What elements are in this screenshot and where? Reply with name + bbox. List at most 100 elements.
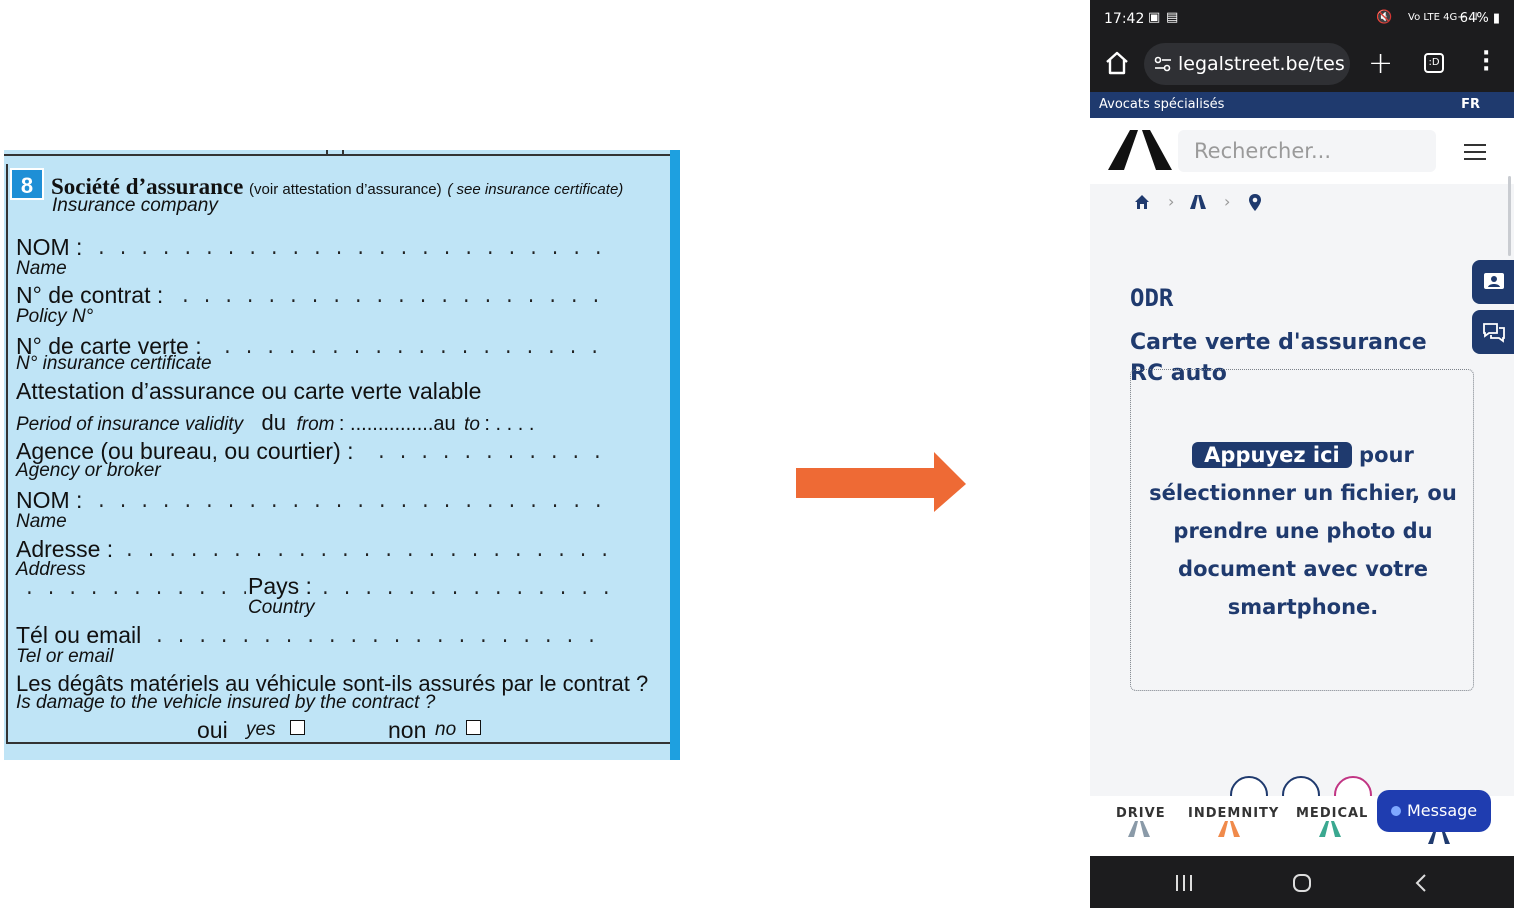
upload-dropzone[interactable]: Appuyez ici pour sélectionner un fichier… bbox=[1130, 369, 1474, 691]
breadcrumb-separator-icon: › bbox=[1168, 192, 1175, 211]
status-bar: 17:42 ▣ ▤ 🔇 Vo LTE 4G+ .ıl 64% ▮ bbox=[1090, 0, 1514, 40]
yes-label-en: yes bbox=[246, 719, 276, 740]
phone-label-en: Tel or email bbox=[16, 646, 114, 667]
site-topbar: Avocats spécialisés FR bbox=[1090, 92, 1514, 118]
more-options-icon[interactable]: ··· bbox=[1482, 41, 1491, 82]
heading-line-2: RC auto bbox=[1130, 361, 1227, 386]
right-arrow-icon bbox=[796, 452, 966, 512]
validity-row: Period of insurance validity du from : .… bbox=[16, 410, 535, 435]
address-dots: . . . . . . . . . . . . . . . . . . . . … bbox=[124, 542, 608, 562]
message-button[interactable]: Message bbox=[1377, 790, 1491, 832]
name-label-en: Name bbox=[16, 258, 67, 279]
url-text: legalstreet.be/tests bbox=[1178, 53, 1344, 75]
form-top-border bbox=[4, 150, 674, 156]
form-title: Société d’assurance (voir attestation d’… bbox=[51, 174, 624, 199]
phone-label: Tél ou email bbox=[16, 622, 142, 648]
odr-logo-icon: ODR bbox=[1130, 284, 1174, 312]
upload-button[interactable]: Appuyez ici bbox=[1192, 442, 1352, 468]
silent-icon: 🔇 bbox=[1376, 10, 1393, 25]
phone-screen: 17:42 ▣ ▤ 🔇 Vo LTE 4G+ .ıl 64% ▮ legalst… bbox=[1090, 0, 1514, 908]
system-navigation-bar bbox=[1090, 856, 1514, 908]
breadcrumb-home-icon[interactable] bbox=[1134, 194, 1150, 210]
green-card-label-en: N° insurance certificate bbox=[16, 353, 212, 374]
title-note-fr: (voir attestation d’assurance) bbox=[249, 181, 442, 198]
upload-instructions: Appuyez ici pour sélectionner un fichier… bbox=[1141, 436, 1465, 626]
indemnity-icon bbox=[1218, 821, 1240, 837]
upload-text-after: pour bbox=[1359, 443, 1414, 467]
agency-dots: . . . . . . . . . . . . . . . . . . bbox=[376, 444, 608, 464]
section-number: 8 bbox=[10, 168, 44, 200]
tab-switcher-icon[interactable]: :D bbox=[1424, 53, 1444, 73]
back-icon[interactable] bbox=[1414, 874, 1428, 892]
damage-question: Les dégâts matériels au véhicule sont-il… bbox=[16, 671, 649, 696]
chat-button[interactable] bbox=[1472, 310, 1514, 354]
teams-icon: ▣ bbox=[1148, 10, 1161, 25]
battery-level: 64% ▮ bbox=[1459, 11, 1500, 26]
nav-medical[interactable]: MEDICAL bbox=[1296, 806, 1367, 841]
yes-label: oui bbox=[197, 717, 228, 743]
no-checkbox[interactable] bbox=[466, 720, 481, 735]
browser-toolbar: legalstreet.be/tests + :D ··· bbox=[1090, 40, 1514, 92]
heading-line-1: Carte verte d'assurance bbox=[1130, 330, 1427, 355]
status-time: 17:42 bbox=[1104, 11, 1145, 27]
notification-icon: ▤ bbox=[1166, 10, 1179, 25]
yes-checkbox[interactable] bbox=[290, 720, 305, 735]
name-label: NOM : bbox=[16, 234, 83, 260]
agency-name-dots: . . . . . . . . . . . . . . . . . . . . … bbox=[96, 493, 608, 513]
message-status-dot bbox=[1391, 806, 1401, 816]
breadcrumb-location-icon[interactable] bbox=[1248, 194, 1262, 211]
drive-icon bbox=[1128, 821, 1150, 837]
site-settings-icon[interactable] bbox=[1154, 55, 1172, 73]
agency-name-label-en: Name bbox=[16, 511, 67, 532]
policy-dots: . . . . . . . . . . . . . . . . . . . . … bbox=[180, 288, 608, 308]
upload-text-rest: sélectionner un fichier, ou prendre une … bbox=[1149, 481, 1457, 619]
scroll-indicator bbox=[1508, 176, 1511, 256]
home-icon[interactable] bbox=[1104, 50, 1130, 76]
new-tab-icon[interactable]: + bbox=[1368, 46, 1394, 81]
form-frame bbox=[6, 164, 670, 744]
agency-label-en: Agency or broker bbox=[16, 460, 161, 481]
policy-label-en: Policy N° bbox=[16, 306, 94, 327]
insurance-form: 8 Société d’assurance (voir attestation … bbox=[4, 150, 680, 760]
hamburger-menu-icon[interactable] bbox=[1464, 144, 1486, 160]
form-right-bar bbox=[670, 150, 680, 760]
search-input[interactable] bbox=[1178, 130, 1436, 172]
contact-card-icon bbox=[1484, 273, 1504, 289]
recent-apps-icon[interactable] bbox=[1174, 874, 1194, 892]
nav-drive[interactable]: DRIVE bbox=[1116, 806, 1165, 841]
no-label: non bbox=[388, 717, 427, 743]
no-label-en: no bbox=[435, 719, 457, 740]
url-bar[interactable]: legalstreet.be/tests bbox=[1144, 43, 1350, 85]
phone-dots: . . . . . . . . . . . . . . . . . . . . … bbox=[154, 628, 608, 648]
search-box[interactable] bbox=[1178, 130, 1436, 172]
policy-label: N° de contrat : bbox=[16, 282, 164, 308]
home-button-icon[interactable] bbox=[1292, 873, 1312, 893]
title-note-en: ( see insurance certificate) bbox=[447, 181, 624, 198]
social-links bbox=[1230, 776, 1380, 814]
breadcrumb-road-icon[interactable] bbox=[1190, 195, 1206, 209]
language-selector[interactable]: FR bbox=[1461, 97, 1480, 112]
site-logo[interactable] bbox=[1108, 128, 1172, 172]
svg-text:ODR: ODR bbox=[1130, 284, 1174, 312]
signal-icon: Vo LTE 4G+ .ıl bbox=[1408, 12, 1478, 23]
nav-indemnity[interactable]: INDEMNITY bbox=[1188, 806, 1278, 841]
address-line2-dots: . . . . . . . . . . . . . . . . . bbox=[24, 580, 246, 600]
green-card-dots: . . . . . . . . . . . . . . . . . . . . … bbox=[222, 339, 608, 359]
validity-label: Attestation d’assurance ou carte verte v… bbox=[16, 378, 482, 404]
agency-name-label: NOM : bbox=[16, 487, 83, 513]
fourth-nav-icon[interactable] bbox=[1428, 832, 1450, 844]
topbar-tagline: Avocats spécialisés bbox=[1099, 97, 1225, 112]
address-label-en: Address bbox=[16, 559, 86, 580]
country-dots: . . . . . . . . . . . . . . . . . . . . … bbox=[320, 580, 608, 600]
message-label: Message bbox=[1407, 801, 1478, 820]
site-header bbox=[1090, 118, 1514, 184]
country-label-en: Country bbox=[248, 597, 315, 618]
damage-question-en: Is damage to the vehicle insured by the … bbox=[16, 692, 436, 713]
contact-card-button[interactable] bbox=[1472, 260, 1514, 304]
name-dots: . . . . . . . . . . . . . . . . . . . . … bbox=[96, 240, 608, 260]
agency-label: Agence (ou bureau, ou courtier) : bbox=[16, 438, 354, 464]
breadcrumb-separator-icon: › bbox=[1224, 192, 1231, 211]
address-label: Adresse : bbox=[16, 536, 114, 562]
medical-icon bbox=[1319, 821, 1341, 837]
page-heading: ODR Carte verte d'assurance RC auto bbox=[1130, 282, 1470, 389]
